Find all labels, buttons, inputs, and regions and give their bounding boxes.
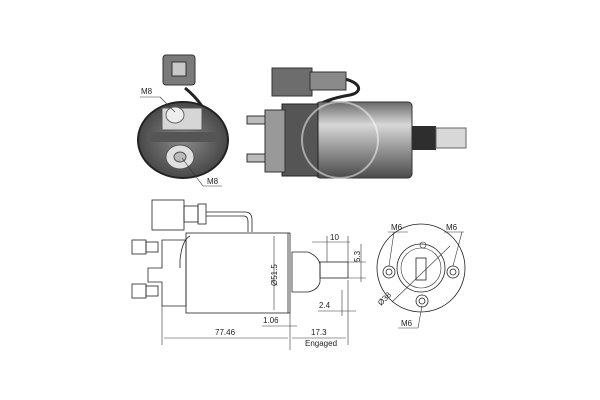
connector-photo-side <box>271 67 313 97</box>
end-view-photo: M8 M8 <box>137 54 229 187</box>
engaged-label: Engaged <box>305 339 337 348</box>
dim-shaft-width: 5.3 <box>353 250 362 262</box>
side-view-photo <box>246 67 467 179</box>
side-drawing: Ø51.5 10 5.3 2.4 1.06 77.46 17.3 Engaged <box>131 199 366 350</box>
dim-body-diameter: Ø51.5 <box>270 264 279 286</box>
hole-left-label: M6 <box>391 223 403 232</box>
m8-top-label: M8 <box>141 87 153 96</box>
flange-drawing: M6 M6 M6 Ø38 <box>376 223 466 329</box>
hole-right-label: M6 <box>446 223 458 232</box>
m8-bottom-label: M8 <box>207 177 219 186</box>
hole-bottom-label: M6 <box>401 319 413 328</box>
dim-shaft-length: 10 <box>330 233 339 242</box>
dim-shaft-offset: 2.4 <box>319 301 331 310</box>
shaft-outline <box>319 261 349 279</box>
dim-engaged-length: 17.3 <box>311 328 327 337</box>
connector-drawing <box>151 199 185 231</box>
dim-body-length: 77.46 <box>215 328 236 337</box>
dim-flange: 1.06 <box>263 316 279 325</box>
bolt-circle-label: Ø38 <box>376 290 393 307</box>
